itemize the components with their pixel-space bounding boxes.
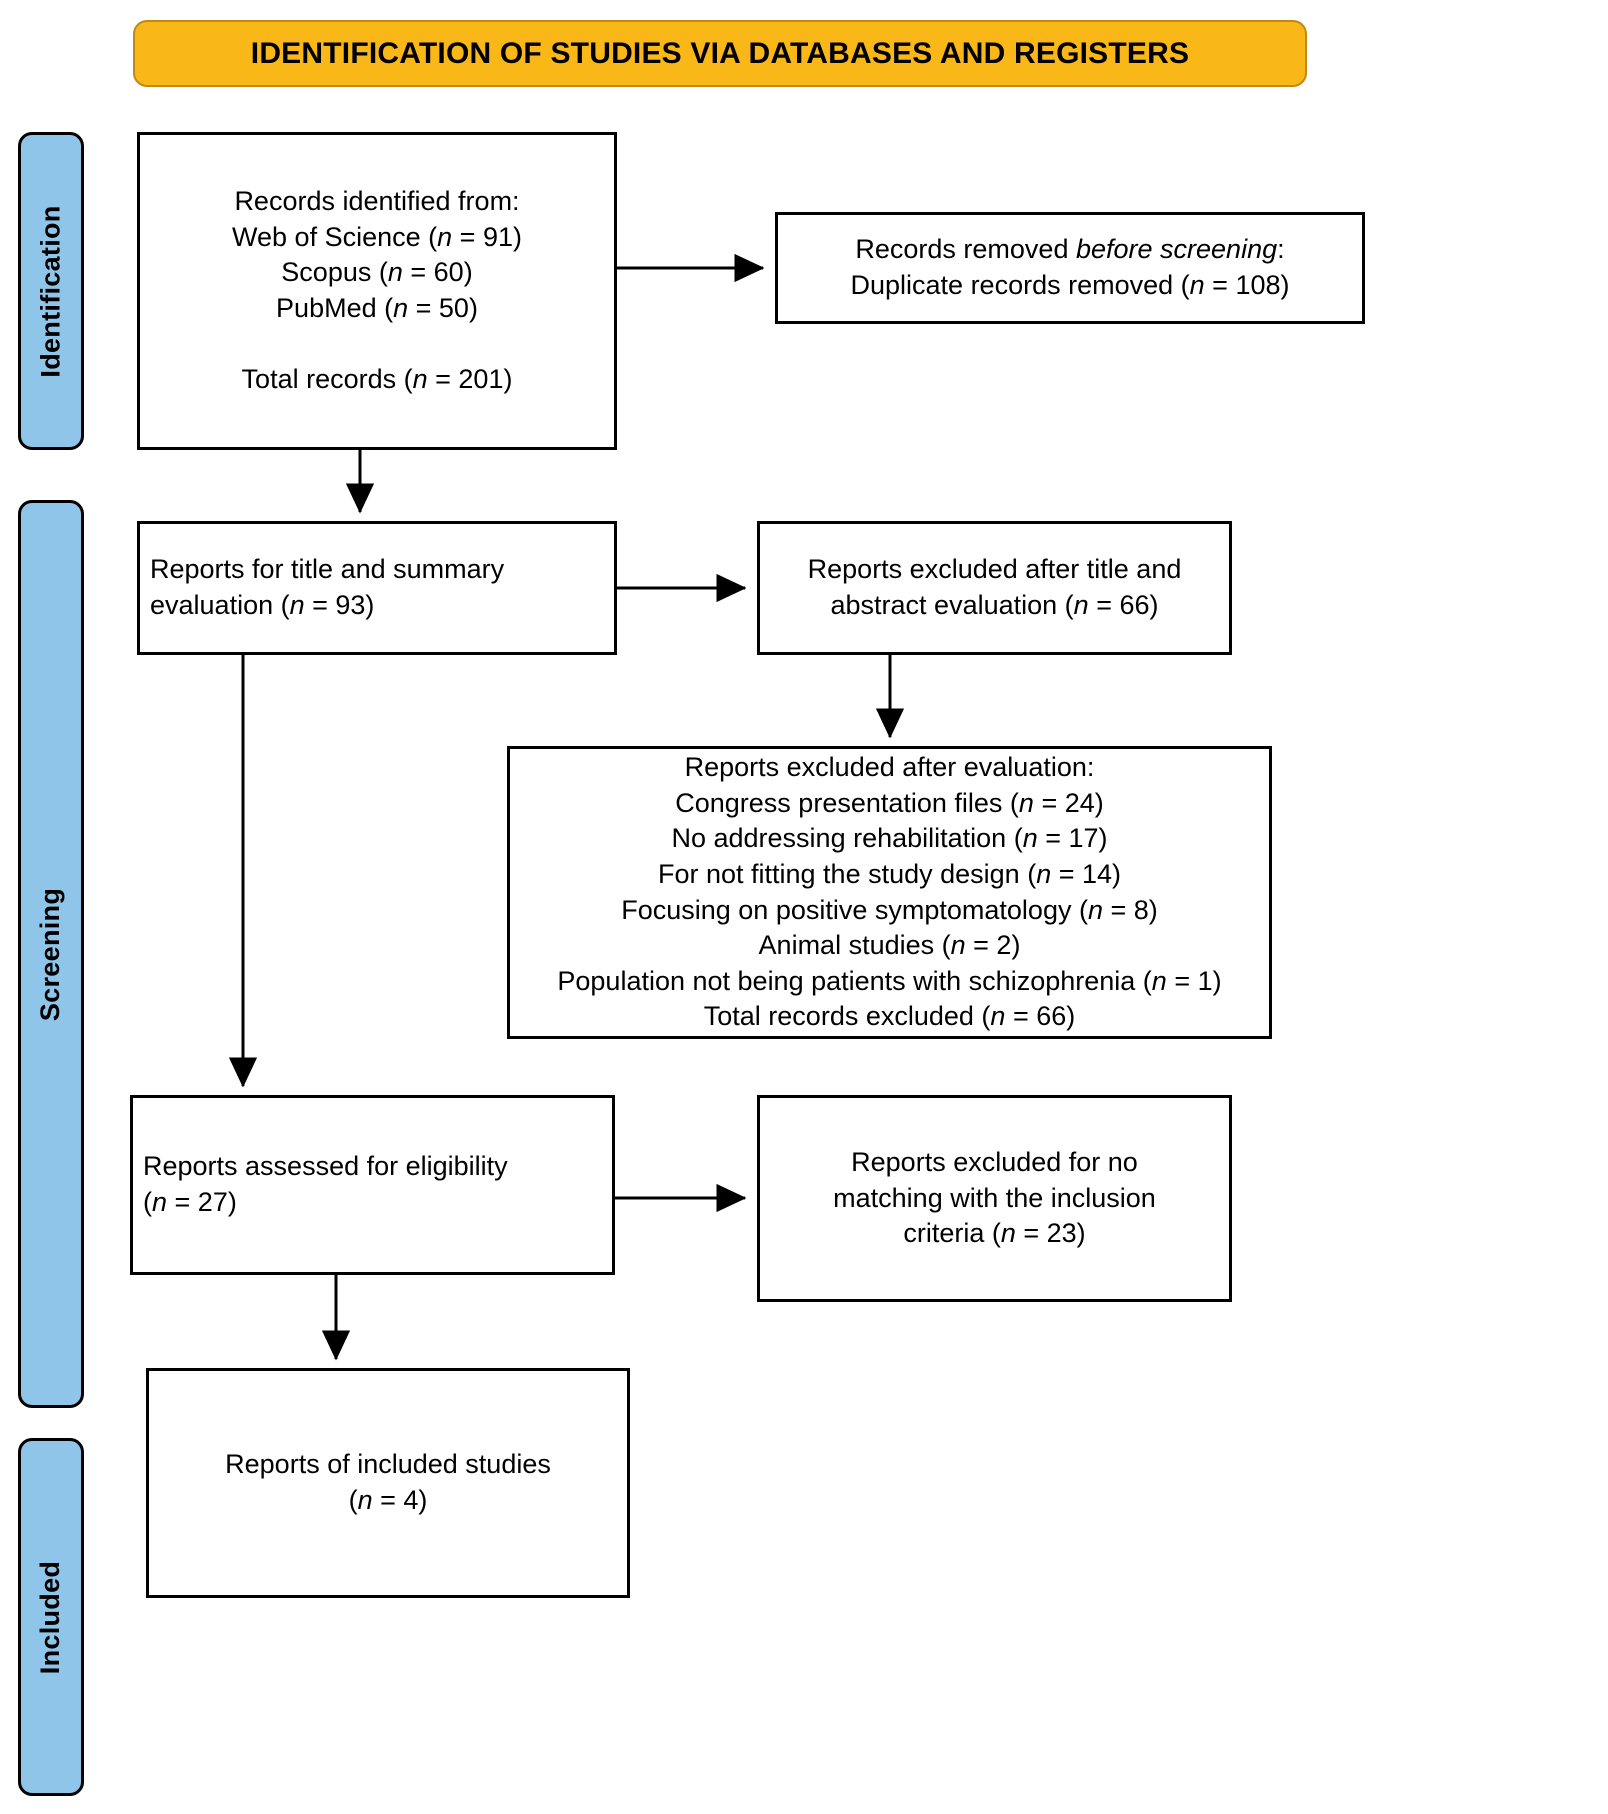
line-excluded-eval-heading: Reports excluded after evaluation: (684, 752, 1095, 782)
box-reports-excluded-inclusion-criteria: Reports excluded for no matching with th… (757, 1095, 1232, 1302)
line-eligibility-1: Reports assessed for eligibility (143, 1151, 508, 1182)
diagram-title-banner: IDENTIFICATION OF STUDIES VIA DATABASES … (133, 20, 1307, 87)
diagram-title: IDENTIFICATION OF STUDIES VIA DATABASES … (250, 36, 1190, 70)
box-reports-excluded-after-evaluation: Reports excluded after evaluation: Congr… (507, 746, 1272, 1039)
stage-label-included: Included (18, 1438, 84, 1796)
line-total-excluded: Total records excluded (n = 66) (703, 1001, 1076, 1032)
line-not-fitting-design: For not fitting the study design (n = 14… (657, 858, 1122, 889)
box-reports-included-studies: Reports of included studies (n = 4) (146, 1368, 630, 1598)
box-records-removed-text: Records removed before screening: Duplic… (788, 232, 1352, 303)
stage-label-identification-text: Identification (35, 204, 66, 378)
line-congress-files: Congress presentation files (n = 24) (675, 787, 1104, 818)
box-reports-excluded-title-abstract-text: Reports excluded after title and abstrac… (770, 552, 1219, 623)
line-title-eval-2: evaluation (n = 93) (150, 590, 375, 620)
line-spacer (150, 327, 604, 363)
line-positive-symptomatology: Focusing on positive symptomatology (n =… (621, 894, 1158, 925)
line-excluded-title-1: Reports excluded after title and (807, 554, 1182, 585)
line-population-not-schizophrenia: Population not being patients with schiz… (557, 965, 1222, 996)
line-duplicates-removed: Duplicate records removed (n = 108) (850, 270, 1290, 300)
line-web-of-science: Web of Science (n = 91) (232, 221, 522, 252)
stage-label-identification: Identification (18, 132, 84, 450)
line-excluded-incl-1: Reports excluded for no (851, 1147, 1138, 1178)
box-reports-assessed-eligibility: Reports assessed for eligibility (n = 27… (130, 1095, 615, 1275)
line-excluded-incl-3: criteria (n = 23) (903, 1218, 1086, 1249)
line-included-1: Reports of included studies (225, 1449, 551, 1480)
box-records-identified: Records identified from: Web of Science … (137, 132, 617, 450)
line-animal-studies: Animal studies (n = 2) (758, 930, 1021, 961)
box-records-identified-text: Records identified from: Web of Science … (150, 184, 604, 398)
box-reports-title-summary-evaluation-text: Reports for title and summary evaluation… (150, 552, 604, 623)
box-reports-excluded-title-abstract: Reports excluded after title and abstrac… (757, 521, 1232, 655)
box-records-removed: Records removed before screening: Duplic… (775, 212, 1365, 324)
line-no-rehabilitation: No addressing rehabilitation (n = 17) (671, 823, 1108, 854)
line-title-eval-1: Reports for title and summary (150, 554, 505, 585)
stage-label-screening: Screening (18, 500, 84, 1408)
box-reports-title-summary-evaluation: Reports for title and summary evaluation… (137, 521, 617, 655)
line-records-removed: Records removed before screening: (855, 234, 1285, 265)
line-eligibility-2: (n = 27) (143, 1187, 237, 1217)
line-included-2: (n = 4) (348, 1485, 428, 1515)
line-pubmed: PubMed (n = 50) (276, 293, 478, 323)
line-total-records: Total records (n = 201) (241, 364, 513, 395)
box-reports-excluded-inclusion-criteria-text: Reports excluded for no matching with th… (770, 1145, 1219, 1252)
box-reports-assessed-eligibility-text: Reports assessed for eligibility (n = 27… (143, 1149, 602, 1220)
stage-label-included-text: Included (35, 1560, 66, 1674)
line-scopus: Scopus (n = 60) (281, 257, 473, 288)
line-records-identified-from: Records identified from: (234, 186, 520, 217)
stage-label-screening-text: Screening (35, 887, 66, 1021)
line-excluded-title-2: abstract evaluation (n = 66) (830, 590, 1159, 620)
box-reports-included-studies-text: Reports of included studies (n = 4) (159, 1447, 617, 1518)
line-excluded-incl-2: matching with the inclusion (833, 1182, 1156, 1213)
box-reports-excluded-after-evaluation-text: Reports excluded after evaluation: Congr… (520, 750, 1259, 1035)
